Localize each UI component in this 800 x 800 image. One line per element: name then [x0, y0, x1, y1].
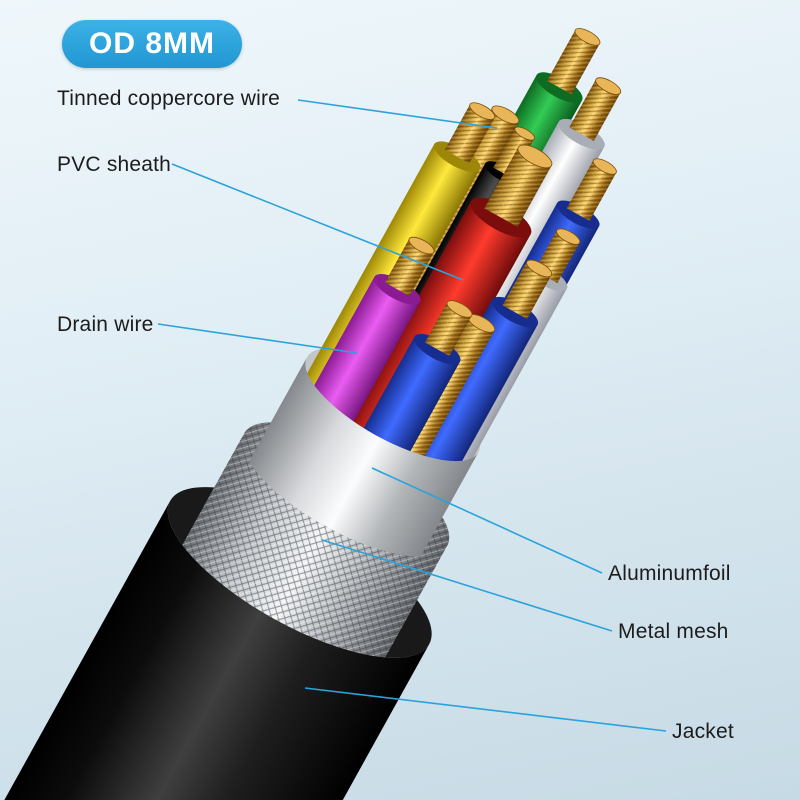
label-jacket: Jacket: [672, 720, 734, 743]
leader-line-metal-mesh: [321, 539, 613, 632]
leader-lines: [157, 99, 667, 732]
od-badge-text: OD 8MM: [89, 27, 215, 60]
jacket-layer: [0, 500, 430, 800]
aluminum-foil-layer: [233, 357, 479, 586]
leader-line-jacket: [304, 687, 667, 732]
wire-magenta: [301, 276, 420, 434]
cable-illustration: [0, 28, 622, 800]
label-tinned-coppercore-wire: Tinned coppercore wire: [57, 87, 281, 110]
wire-blue-3: [357, 336, 460, 465]
label-pvc-sheath: PVC sheath: [57, 153, 172, 176]
label-drain-wire: Drain wire: [57, 313, 154, 336]
leader-line-tinned-coppercore-wire: [297, 99, 498, 129]
leader-line-drain-wire: [157, 323, 358, 354]
label-aluminumfoil: Aluminumfoil: [608, 562, 731, 585]
wire-blue-2: [401, 299, 538, 489]
leader-line-pvc-sheath: [171, 163, 464, 281]
leader-line-aluminumfoil: [371, 467, 603, 574]
label-metal-mesh: Metal mesh: [618, 620, 729, 643]
od-badge: OD 8MM: [62, 20, 242, 68]
